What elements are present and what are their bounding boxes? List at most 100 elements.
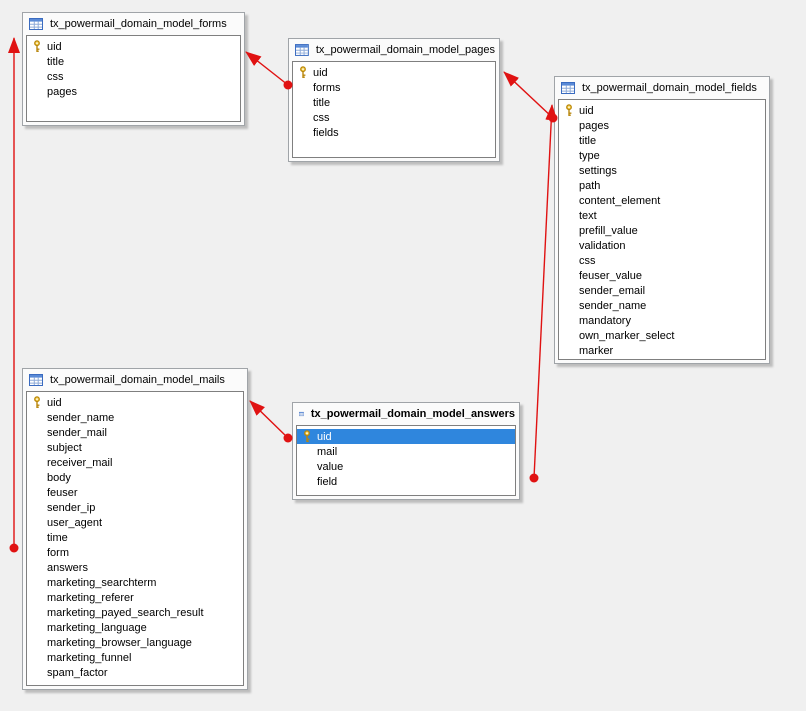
column-name: forms (313, 81, 341, 94)
column-row-marketing_payed_search_result[interactable]: marketing_payed_search_result (27, 605, 243, 620)
column-name: fields (313, 126, 339, 139)
column-row-fields[interactable]: fields (293, 125, 495, 140)
relation-line[interactable] (249, 400, 289, 439)
column-row-body[interactable]: body (27, 470, 243, 485)
column-row-title[interactable]: title (27, 54, 240, 69)
column-row-own_marker_select[interactable]: own_marker_select (559, 328, 765, 343)
column-name: title (579, 134, 597, 147)
column-name: feuser (47, 486, 78, 499)
column-row-sender_name[interactable]: sender_name (27, 410, 243, 425)
table-grid-icon (561, 82, 575, 94)
column-name: type (579, 149, 600, 162)
column-row-type[interactable]: type (559, 148, 765, 163)
column-row-feuser[interactable]: feuser (27, 485, 243, 500)
relation-fields-pages-to-pages[interactable] (503, 71, 558, 123)
primary-key-cell (298, 66, 313, 79)
column-name: body (47, 471, 71, 484)
column-row-title[interactable]: title (559, 133, 765, 148)
table-header[interactable]: tx_powermail_domain_model_fields (555, 77, 769, 99)
relation-answers-mail-to-mails[interactable] (249, 400, 293, 443)
column-row-feuser_value[interactable]: feuser_value (559, 268, 765, 283)
column-row-marketing_referer[interactable]: marketing_referer (27, 590, 243, 605)
column-row-forms[interactable]: forms (293, 80, 495, 95)
column-row-time[interactable]: time (27, 530, 243, 545)
column-row-uid[interactable]: uid (27, 39, 240, 54)
table-header[interactable]: tx_powermail_domain_model_forms (23, 13, 244, 35)
relation-endpoint-dot[interactable] (529, 473, 539, 483)
column-name: css (579, 254, 596, 267)
column-row-marketing_language[interactable]: marketing_language (27, 620, 243, 635)
relation-pages-forms-to-forms[interactable] (245, 51, 293, 90)
column-row-spam_factor[interactable]: spam_factor (27, 665, 243, 680)
column-row-marker[interactable]: marker (559, 343, 765, 358)
column-row-pages[interactable]: pages (559, 118, 765, 133)
column-name: marketing_payed_search_result (47, 606, 204, 619)
column-name: subject (47, 441, 82, 454)
column-name: form (47, 546, 69, 559)
column-row-value[interactable]: value (297, 459, 515, 474)
column-row-receiver_mail[interactable]: receiver_mail (27, 455, 243, 470)
column-name: answers (47, 561, 88, 574)
column-name: spam_factor (47, 666, 108, 679)
column-row-uid[interactable]: uid (27, 395, 243, 410)
column-row-sender_name[interactable]: sender_name (559, 298, 765, 313)
table-header[interactable]: tx_powermail_domain_model_answers (293, 403, 519, 425)
column-name: prefill_value (579, 224, 638, 237)
column-row-pages[interactable]: pages (27, 84, 240, 99)
column-name: settings (579, 164, 617, 177)
column-row-subject[interactable]: subject (27, 440, 243, 455)
column-row-uid[interactable]: uid (297, 429, 515, 444)
column-name: uid (313, 66, 328, 79)
table-title: tx_powermail_domain_model_forms (50, 18, 227, 30)
column-row-mandatory[interactable]: mandatory (559, 313, 765, 328)
column-row-sender_ip[interactable]: sender_ip (27, 500, 243, 515)
column-row-sender_email[interactable]: sender_email (559, 283, 765, 298)
relation-answers-field-to-fields[interactable] (529, 104, 558, 483)
column-row-field[interactable]: field (297, 474, 515, 489)
relation-line[interactable] (245, 51, 289, 86)
column-row-validation[interactable]: validation (559, 238, 765, 253)
column-row-text[interactable]: text (559, 208, 765, 223)
table-header[interactable]: tx_powermail_domain_model_pages (289, 39, 499, 61)
column-row-settings[interactable]: settings (559, 163, 765, 178)
column-row-sender_mail[interactable]: sender_mail (27, 425, 243, 440)
column-name: value (317, 460, 344, 473)
relation-endpoint-dot[interactable] (9, 543, 19, 553)
column-row-path[interactable]: path (559, 178, 765, 193)
column-row-uid[interactable]: uid (293, 65, 495, 80)
relation-mails-form-to-forms[interactable] (7, 37, 20, 553)
relation-line[interactable] (503, 71, 554, 119)
column-name: marketing_language (47, 621, 147, 634)
column-row-title[interactable]: title (293, 95, 495, 110)
column-name: sender_name (47, 411, 115, 424)
column-name: marketing_searchterm (47, 576, 157, 589)
column-row-answers[interactable]: answers (27, 560, 243, 575)
column-row-marketing_funnel[interactable]: marketing_funnel (27, 650, 243, 665)
column-row-content_element[interactable]: content_element (559, 193, 765, 208)
column-row-uid[interactable]: uid (559, 103, 765, 118)
column-row-css[interactable]: css (559, 253, 765, 268)
column-row-prefill_value[interactable]: prefill_value (559, 223, 765, 238)
relation-line[interactable] (533, 104, 558, 479)
column-name: marketing_browser_language (47, 636, 192, 649)
table-grid-icon (299, 411, 304, 417)
column-row-marketing_browser_language[interactable]: marketing_browser_language (27, 635, 243, 650)
column-row-form[interactable]: form (27, 545, 243, 560)
column-row-user_agent[interactable]: user_agent (27, 515, 243, 530)
primary-key-cell (302, 430, 317, 443)
table-title: tx_powermail_domain_model_mails (50, 374, 225, 386)
column-name: uid (317, 430, 332, 443)
column-row-marketing_searchterm[interactable]: marketing_searchterm (27, 575, 243, 590)
column-row-css[interactable]: css (27, 69, 240, 84)
column-row-mail[interactable]: mail (297, 444, 515, 459)
column-name: css (313, 111, 330, 124)
column-name: sender_email (579, 284, 646, 297)
column-row-css[interactable]: css (293, 110, 495, 125)
table-header[interactable]: tx_powermail_domain_model_mails (23, 369, 247, 391)
